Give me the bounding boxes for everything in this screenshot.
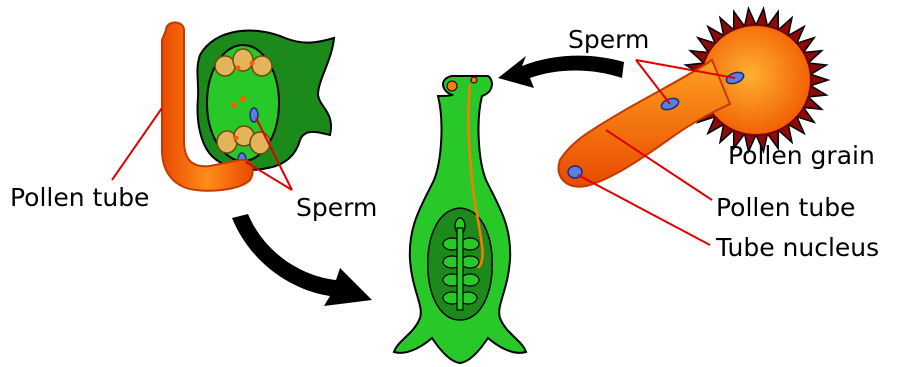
sperm-label-left: Sperm	[296, 193, 377, 222]
pistil	[394, 76, 526, 363]
pollen-grain-on-stigma	[447, 81, 457, 91]
pollen-tube-label-left: Pollen tube	[10, 183, 149, 212]
pollen-tube-label-right: Pollen tube	[716, 193, 855, 222]
tube-nucleus-label: Tube nucleus	[715, 233, 879, 262]
curved-arrow-icon	[498, 56, 624, 88]
ovule-closeup	[197, 31, 334, 170]
polar-nucleus	[231, 102, 237, 108]
polar-nucleus	[240, 96, 246, 102]
pollen-tube-right	[558, 60, 730, 187]
sperm-label-right: Sperm	[568, 25, 649, 54]
curved-arrow-icon	[232, 214, 372, 306]
pollen-grain-label: Pollen grain	[728, 141, 875, 170]
